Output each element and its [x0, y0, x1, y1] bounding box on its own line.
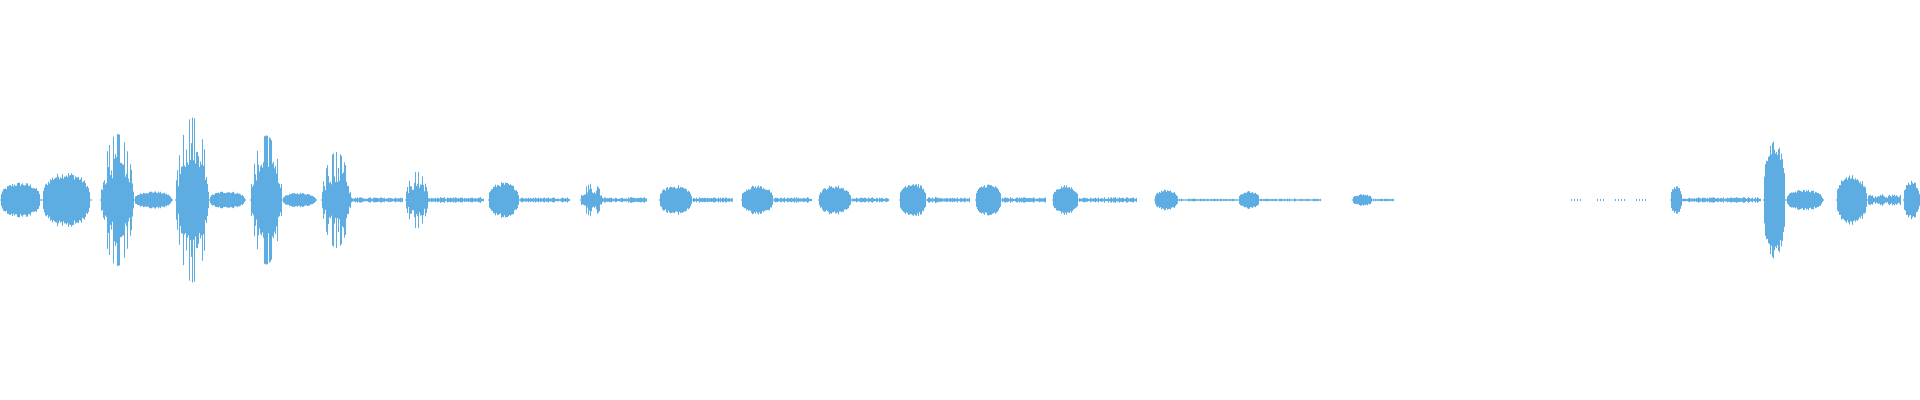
waveform-segment: [1763, 141, 1786, 259]
waveform-segment: [603, 197, 647, 203]
waveform-segment: [1260, 198, 1321, 202]
waveform-segment: [1373, 198, 1394, 202]
waveform-segment: [1052, 185, 1079, 215]
waveform-segment: [42, 173, 92, 227]
waveform-segment: [1179, 198, 1238, 202]
waveform-segment: [405, 171, 428, 229]
waveform-segment: [1597, 199, 1604, 201]
waveform-segment: [134, 191, 173, 209]
waveform-segment: [1682, 197, 1761, 203]
waveform-segment: [428, 197, 484, 203]
waveform-segment: [818, 185, 852, 215]
waveform-segment: [175, 117, 209, 283]
waveform-segment: [1615, 199, 1625, 201]
waveform-segment: [1903, 180, 1920, 220]
waveform-segment: [1079, 197, 1137, 203]
waveform-segment: [580, 183, 603, 217]
waveform-segment: [1836, 175, 1868, 225]
waveform-segment: [975, 184, 1002, 216]
waveform-segment: [351, 197, 403, 203]
waveform-segment: [282, 192, 317, 208]
waveform-segment: [250, 135, 282, 265]
waveform-segment: [693, 197, 733, 203]
waveform-segment: [0, 182, 42, 218]
waveform-segment: [1352, 194, 1373, 206]
waveform-segment: [741, 185, 774, 215]
waveform-segment: [1636, 199, 1646, 201]
waveform-segment: [1670, 186, 1682, 214]
waveform-segment: [1154, 189, 1179, 211]
waveform-segment: [1002, 197, 1046, 203]
waveform-segment: [1571, 199, 1581, 201]
waveform-segment: [100, 134, 134, 266]
waveform-segment: [1238, 191, 1260, 209]
waveform-segment: [209, 191, 246, 209]
waveform-segment: [899, 184, 927, 216]
waveform-segment: [659, 185, 693, 215]
waveform-segment: [488, 182, 520, 218]
waveform-segment: [520, 197, 570, 203]
waveform-segment: [1868, 194, 1901, 206]
waveform-segment: [852, 197, 889, 203]
waveform-segment: [321, 152, 351, 248]
waveform-segment: [927, 197, 970, 203]
waveform-segment: [774, 197, 812, 203]
waveform-segment: [1786, 189, 1824, 211]
